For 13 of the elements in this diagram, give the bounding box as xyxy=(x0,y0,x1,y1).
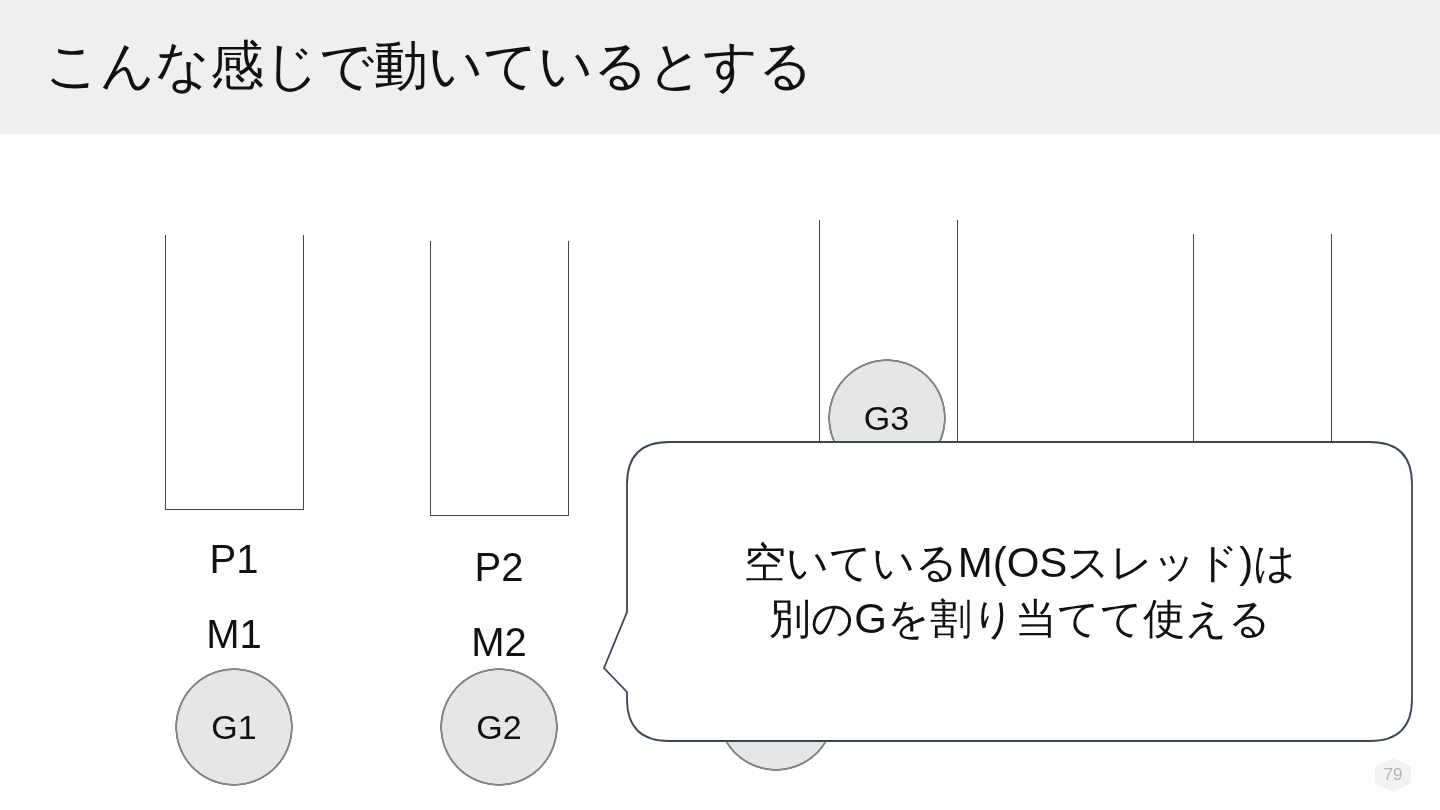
slide-title: こんな感じで動いているとする xyxy=(45,34,813,97)
page-number: 79 xyxy=(1375,758,1411,792)
thread-label: M2 xyxy=(471,620,527,665)
queue-label: P2 xyxy=(474,545,524,590)
queue-label: P1 xyxy=(209,537,259,582)
circle-label: G1 xyxy=(211,707,257,747)
queue-bucket xyxy=(819,220,958,441)
queue-bucket xyxy=(430,241,569,516)
circle-label: G2 xyxy=(476,707,522,747)
circle-label: G3 xyxy=(863,398,910,438)
callout-text: 空いているM(OSスレッド)は別のGを割り当てて使える xyxy=(742,538,1298,644)
thread-label: M1 xyxy=(206,612,262,657)
queue-bucket xyxy=(165,235,304,510)
